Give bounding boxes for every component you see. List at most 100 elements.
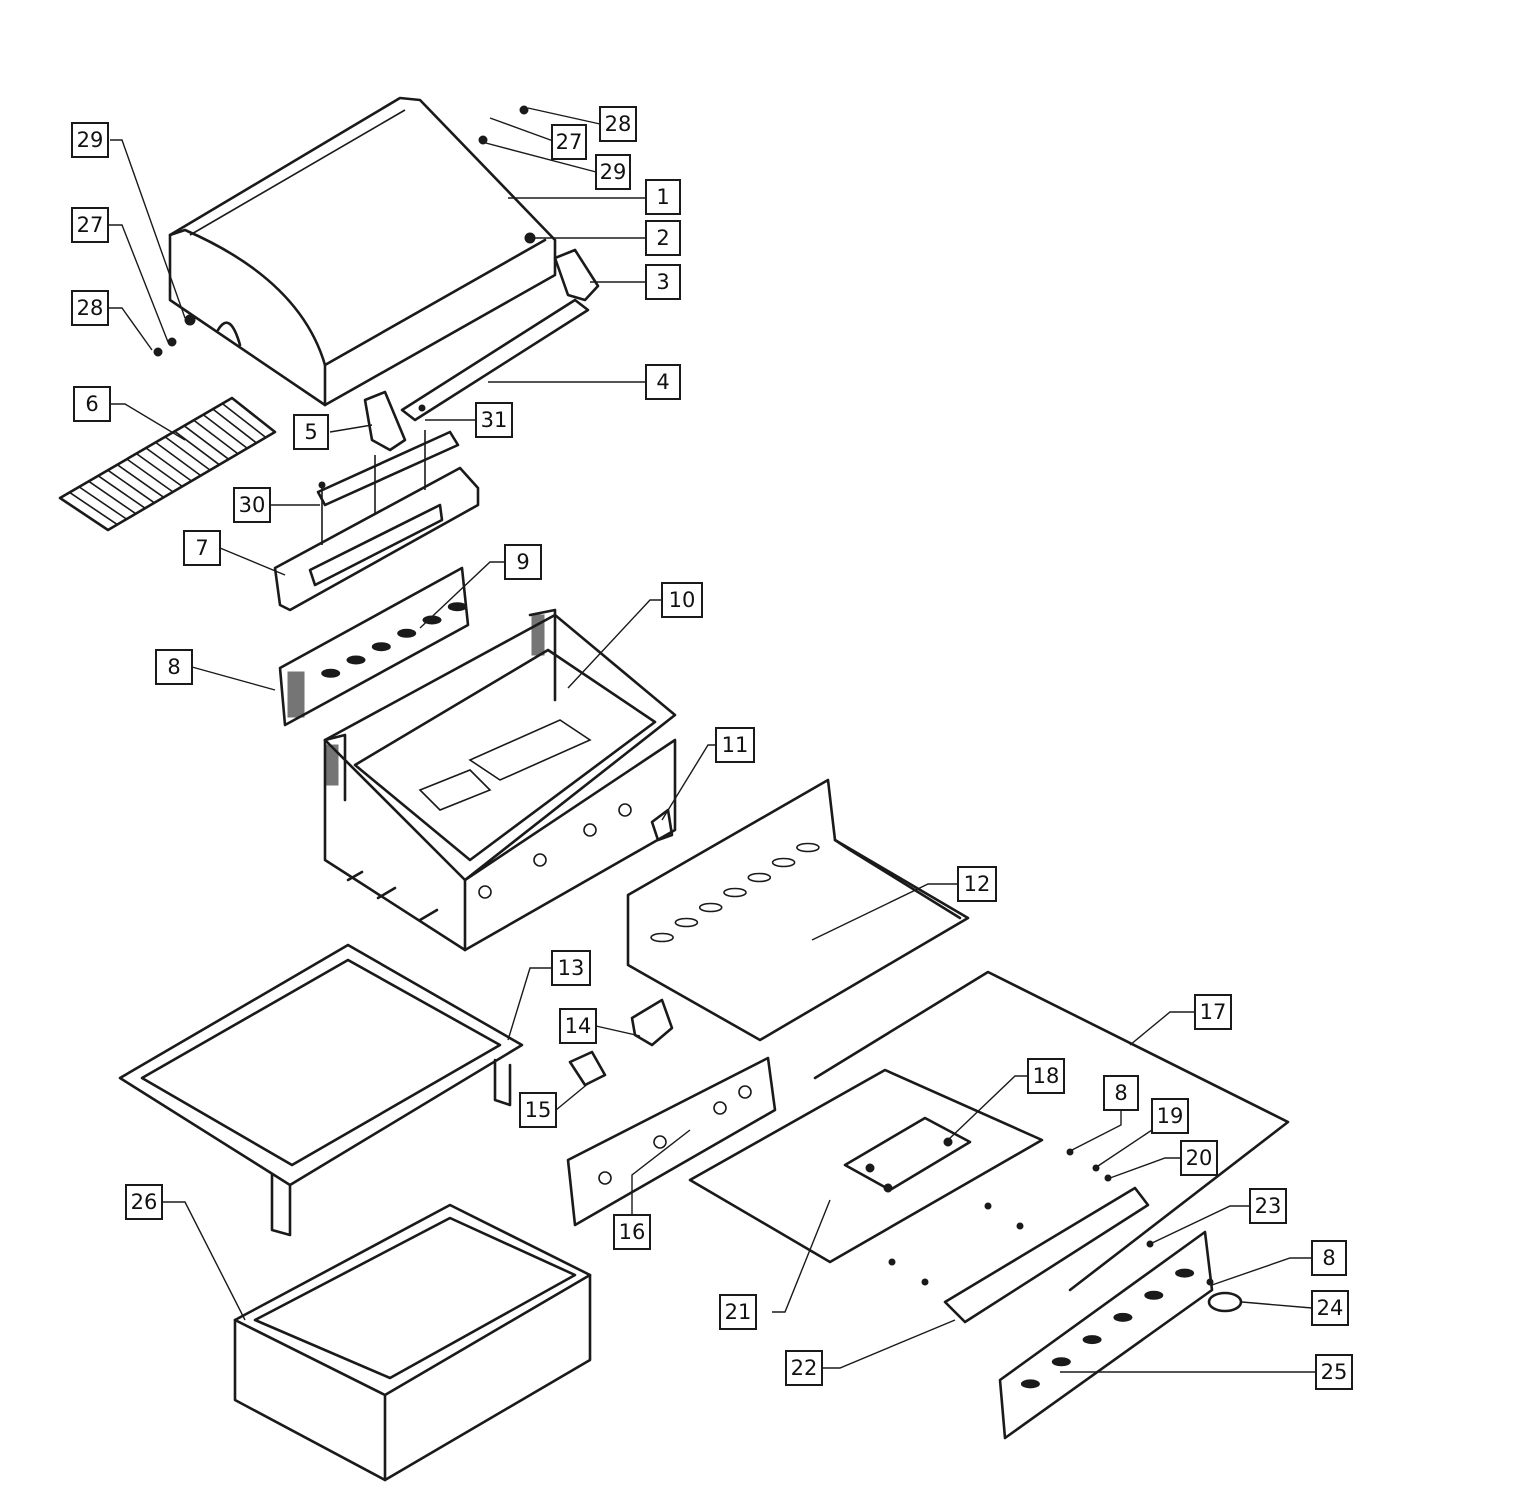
callout-14: 14 (559, 1008, 597, 1044)
lower-control-bar (998, 1230, 1214, 1440)
svg-text:14: 14 (565, 1014, 592, 1038)
bracket-11 (650, 808, 674, 842)
handle-bar (400, 298, 590, 422)
leader-lines (108, 107, 1316, 1373)
bracket-15 (568, 1050, 607, 1087)
svg-text:11: 11 (722, 733, 749, 757)
knob-25-6 (1175, 1268, 1195, 1278)
svg-text:1: 1 (656, 185, 669, 209)
knob-9-6 (447, 602, 467, 612)
svg-text:4: 4 (656, 370, 669, 394)
callout-8-right: 8 (1311, 1240, 1347, 1276)
callout-labels: 1 2 3 4 5 6 7 8 9 10 11 12 13 14 15 16 1… (71, 106, 1353, 1390)
grease-tube (943, 1186, 1150, 1324)
cart-frame (118, 943, 524, 1237)
handle-bracket-3 (553, 248, 600, 302)
knob-24 (1207, 1291, 1243, 1313)
callout-27: 27 (551, 124, 587, 160)
vent-slot-7 (796, 842, 820, 853)
vent-slot-6 (771, 857, 796, 868)
callout-3: 3 (645, 264, 681, 300)
burner-assembly (273, 430, 480, 612)
svg-text:8: 8 (1114, 1081, 1127, 1105)
knob-25-4 (1113, 1312, 1133, 1322)
svg-text:7: 7 (195, 536, 208, 560)
callout-18: 18 (1027, 1058, 1065, 1094)
svg-text:12: 12 (964, 872, 991, 896)
callout-29: 29 (595, 154, 631, 190)
svg-text:5: 5 (304, 420, 317, 444)
callout-26: 26 (125, 1184, 163, 1220)
knob-9-3 (371, 642, 391, 652)
knob-9-1 (321, 668, 341, 678)
callout-17: 17 (1194, 994, 1232, 1030)
callout-27-left: 27 (71, 207, 109, 243)
callout-11: 11 (715, 727, 755, 763)
svg-text:23: 23 (1255, 1194, 1282, 1218)
vent-slot-4 (723, 887, 747, 898)
bracket-14 (630, 998, 674, 1047)
svg-text:17: 17 (1200, 1000, 1227, 1024)
callout-19: 19 (1151, 1098, 1189, 1134)
firebox (323, 608, 677, 952)
svg-text:30: 30 (239, 493, 266, 517)
svg-text:18: 18 (1033, 1064, 1060, 1088)
callout-6: 6 (73, 386, 111, 422)
control-panel-9 (278, 566, 470, 727)
svg-text:9: 9 (516, 550, 529, 574)
svg-text:13: 13 (558, 956, 585, 980)
callout-15: 15 (519, 1092, 557, 1128)
handle-bracket-5 (363, 390, 407, 452)
svg-text:16: 16 (619, 1220, 646, 1244)
drip-tray (688, 1068, 1044, 1264)
svg-text:24: 24 (1317, 1296, 1344, 1320)
svg-text:25: 25 (1321, 1360, 1348, 1384)
callout-23: 23 (1249, 1188, 1287, 1224)
svg-text:8: 8 (1322, 1246, 1335, 1270)
side-shelf (626, 778, 970, 1042)
callout-25: 25 (1315, 1354, 1353, 1390)
callout-13: 13 (551, 950, 591, 986)
callout-9: 9 (504, 544, 542, 580)
callout-16: 16 (613, 1214, 651, 1250)
svg-text:28: 28 (605, 112, 632, 136)
callout-20: 20 (1180, 1140, 1218, 1176)
callout-10: 10 (661, 582, 703, 618)
callout-5: 5 (293, 414, 329, 450)
svg-text:19: 19 (1157, 1104, 1184, 1128)
callout-8: 8 (155, 649, 193, 685)
callout-22: 22 (785, 1350, 823, 1386)
callout-24: 24 (1311, 1290, 1349, 1326)
vent-slot-5 (747, 872, 772, 883)
svg-text:2: 2 (656, 226, 669, 250)
svg-text:3: 3 (656, 270, 669, 294)
knob-9-2 (346, 655, 366, 665)
hardware (153, 105, 1214, 1286)
knob-9-4 (397, 628, 417, 638)
callout-31: 31 (475, 402, 513, 438)
knob-25-3 (1082, 1335, 1102, 1345)
callout-21: 21 (719, 1294, 757, 1330)
svg-text:26: 26 (131, 1190, 158, 1214)
svg-text:29: 29 (600, 160, 627, 184)
svg-text:22: 22 (791, 1356, 818, 1380)
svg-text:31: 31 (481, 408, 508, 432)
svg-text:27: 27 (556, 130, 583, 154)
front-panel-16 (566, 1056, 777, 1227)
knob-25-1 (1020, 1379, 1040, 1389)
callout-12: 12 (957, 866, 997, 902)
callout-28-left: 28 (71, 290, 109, 326)
callout-30: 30 (233, 487, 271, 523)
svg-text:20: 20 (1186, 1146, 1213, 1170)
callout-7: 7 (183, 530, 221, 566)
vent-slot-3 (698, 902, 723, 913)
svg-text:15: 15 (525, 1098, 552, 1122)
callout-28: 28 (599, 106, 637, 142)
callout-4: 4 (645, 364, 681, 400)
warming-rack (58, 396, 277, 532)
svg-text:6: 6 (85, 392, 98, 416)
knob-25-2 (1051, 1357, 1071, 1367)
knob-25-5 (1144, 1290, 1164, 1300)
callout-2: 2 (645, 220, 681, 256)
